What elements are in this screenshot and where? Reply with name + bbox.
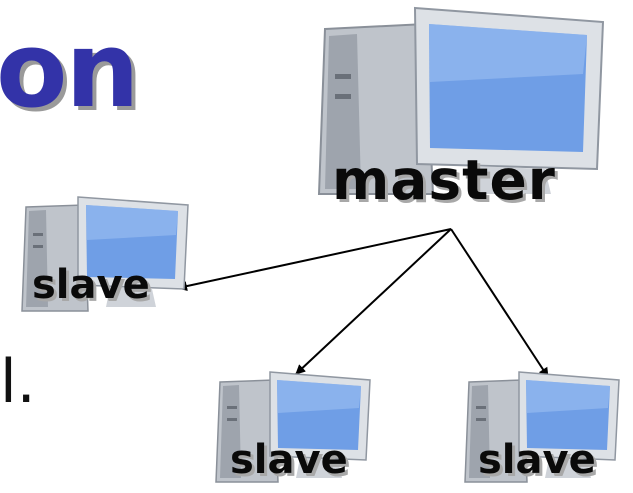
slave-mid-computer-icon xyxy=(214,368,374,486)
slave-right-label: slave xyxy=(478,437,596,483)
master-label: master xyxy=(332,148,556,212)
master-computer-icon xyxy=(305,4,615,204)
slave-left-label: slave xyxy=(32,262,150,308)
heading-fragment: on xyxy=(0,9,139,131)
slave-right-computer-icon xyxy=(463,368,623,486)
slave-mid-label: slave xyxy=(230,437,348,483)
arrow-to-slave-left xyxy=(177,228,452,291)
body-text-fragment: l. xyxy=(0,347,36,417)
slave-left-computer-icon xyxy=(18,193,193,315)
arrow-to-slave-right xyxy=(450,228,549,378)
arrow-to-slave-mid xyxy=(295,228,452,375)
